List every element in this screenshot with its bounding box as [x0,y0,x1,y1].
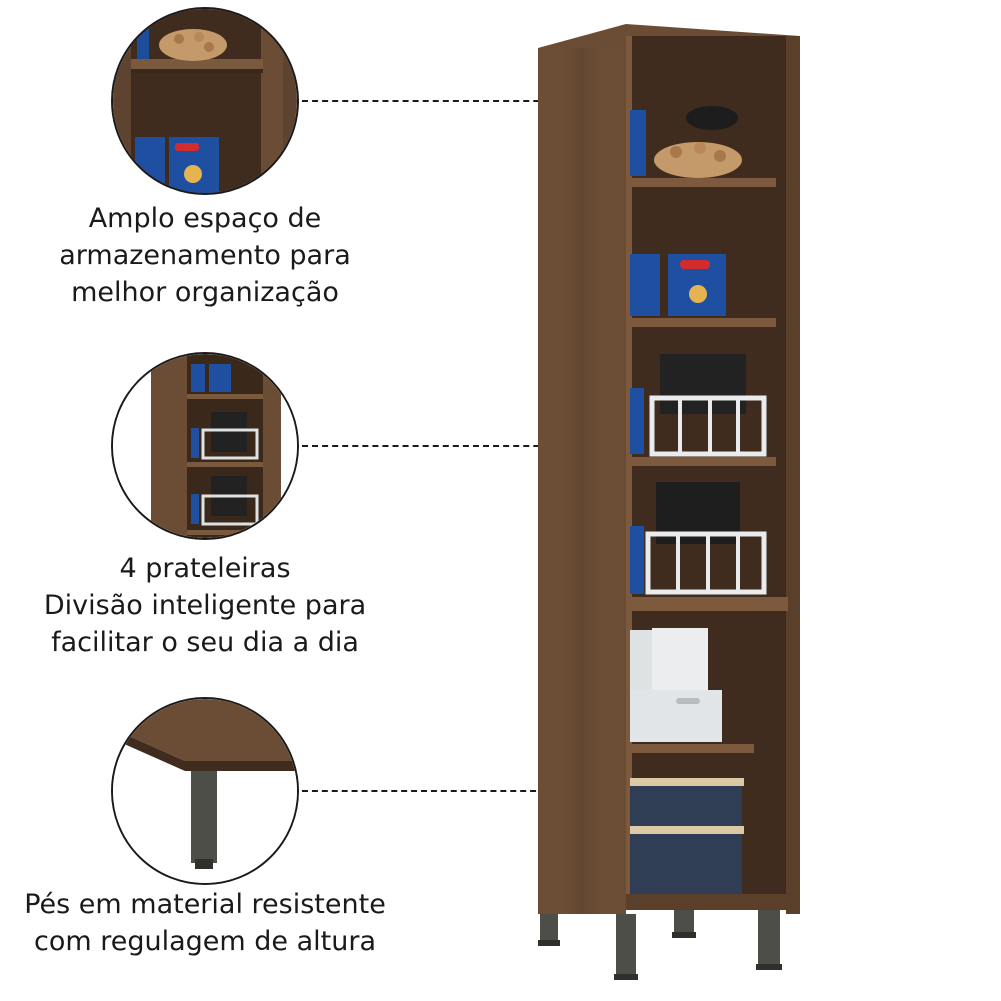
shelves-caption-line-1: 4 prateleiras [119,553,291,584]
shelf [628,318,776,327]
snack-bag [660,354,746,414]
shelves-leader-line [302,445,660,447]
shelves-detail-image [113,354,297,538]
white-bin [630,690,722,742]
shelf [628,744,754,753]
feet-leader-line [302,790,546,792]
blue-basket [630,834,742,894]
blue-can [630,526,644,594]
paper-towel [652,628,708,690]
leg-back [674,910,694,936]
paper-towel [630,630,652,690]
leg-center [616,914,636,978]
storage-caption-line-3: melhor organização [71,277,339,308]
feet-caption-line-1: Pés em material resistente [24,889,386,920]
leg-left-front [540,914,558,944]
white-basket [649,395,767,457]
shelves-caption-line-2: Divisão inteligente para [43,590,367,621]
leg-right [758,910,780,968]
shelf [628,178,776,187]
shelves-caption: 4 prateleiras Divisão inteligente para f… [44,550,366,661]
storage-caption-line-2: armazenamento para [59,240,351,271]
feet-detail-image [113,699,297,883]
pasta-box [630,254,660,316]
jar-lid [686,106,738,130]
cabinet-right-edge [786,36,800,914]
blue-basket [630,784,742,828]
feet-detail-callout [111,697,299,885]
storage-leader-line [302,100,660,102]
blue-can [630,388,644,454]
fixed-middle-shelf [628,597,788,611]
feet-caption: Pés em material resistente com regulagem… [24,886,386,960]
cabinet-base [626,894,798,910]
shelves-caption-line-3: facilitar o seu dia a dia [51,627,359,658]
blue-can [630,110,646,176]
white-basket [645,531,767,595]
storage-caption: Amplo espaço de armazenamento para melho… [59,200,351,311]
feet-caption-line-2: com regulagem de altura [33,926,377,957]
shelves-detail-callout [111,352,299,540]
storage-caption-line-1: Amplo espaço de [88,203,322,234]
shelf [628,457,776,466]
